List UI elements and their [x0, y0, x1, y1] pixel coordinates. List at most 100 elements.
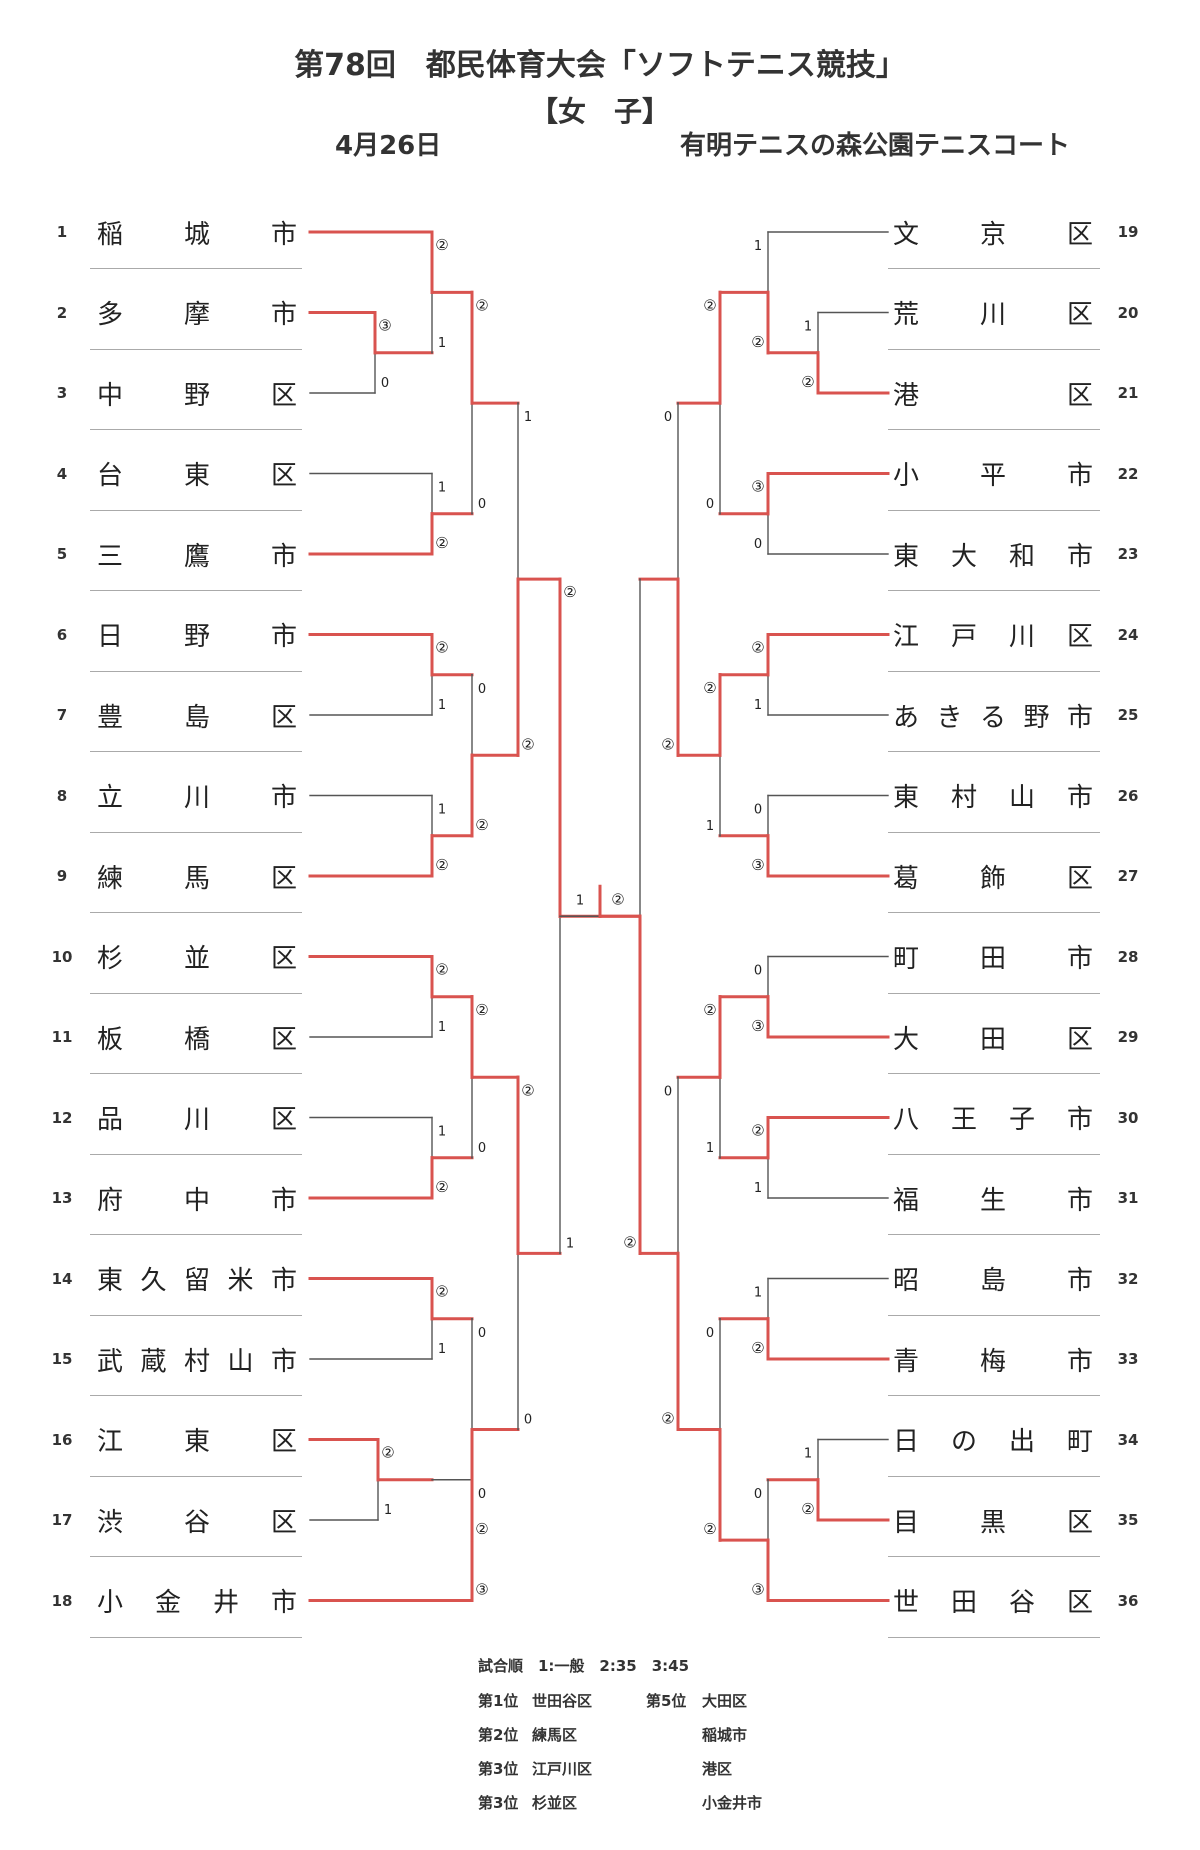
team-name-char: 久 [140, 1266, 167, 1296]
team-name-char: 葛 [893, 863, 920, 894]
team-number: 33 [1117, 1350, 1139, 1368]
team-number: 30 [1117, 1108, 1139, 1127]
team-name: 小金井市 [97, 1581, 297, 1621]
score-label: 0 [664, 1084, 672, 1099]
team-name-char: 日 [97, 622, 124, 652]
team-underline [888, 348, 1100, 350]
team-name-char: 川 [183, 783, 210, 813]
team-name-char: 港 [893, 380, 920, 411]
team-name-char: 市 [270, 1588, 297, 1618]
team-number: 4 [56, 464, 68, 483]
team-name-char: 区 [1066, 1507, 1093, 1538]
score-label: 0 [706, 1326, 714, 1341]
team-name-char: 市 [270, 541, 297, 572]
team-name-char: 目 [893, 1507, 920, 1538]
team-name: 中野区 [97, 373, 297, 413]
team-number: 1 [56, 223, 68, 241]
team-name-char: 島 [979, 1266, 1006, 1296]
team-name-char: 市 [270, 219, 297, 250]
team-name-char: 市 [1066, 461, 1093, 491]
team-number: 11 [51, 1028, 73, 1046]
score-label: ② [475, 296, 488, 314]
team-name: 小平市 [893, 454, 1093, 494]
team-number: 12 [51, 1108, 73, 1127]
team-name: 目黒区 [893, 1500, 1093, 1540]
team-number: 8 [56, 786, 68, 805]
team-name-char: 区 [270, 461, 297, 491]
team-name: 八王子市 [893, 1098, 1093, 1138]
rank-5-team: 大田区 [702, 1692, 748, 1710]
team-underline [90, 831, 302, 833]
team-name-char: 川 [1008, 622, 1035, 652]
team-name: 多摩市 [97, 293, 297, 333]
rank-3b-team: 杉並区 [532, 1794, 578, 1812]
team-name-char: あ [893, 702, 920, 733]
team-name: 武蔵村山市 [97, 1339, 297, 1379]
team-name-char: 梅 [979, 1346, 1006, 1377]
score-label: ② [435, 639, 448, 657]
score-label: 0 [478, 497, 486, 512]
score-label: ② [623, 1233, 636, 1251]
team-name: 府中市 [97, 1178, 297, 1218]
team-name-char: 市 [270, 1185, 297, 1216]
team-name-char: 昭 [893, 1266, 920, 1296]
team-name-char: 市 [1066, 783, 1093, 813]
team-number: 21 [1117, 384, 1139, 402]
team-name-char: 市 [270, 783, 297, 813]
team-name: 日野市 [97, 615, 297, 655]
team-underline [90, 429, 302, 430]
team-number: 18 [51, 1591, 73, 1610]
rank-3a-label: 第3位 [478, 1760, 519, 1778]
team-name-char: 村 [950, 783, 977, 813]
team-name: 板橋区 [97, 1017, 297, 1057]
team-name-char: る [979, 702, 1006, 733]
team-name: 稲城市 [97, 212, 297, 252]
team-number: 31 [1117, 1189, 1139, 1207]
score-label: ② [475, 1520, 488, 1538]
team-number: 36 [1117, 1591, 1139, 1610]
team-number: 19 [1117, 223, 1139, 241]
team-name: 町田市 [893, 937, 1093, 977]
team-underline [888, 751, 1100, 752]
team-name-char: 中 [183, 1185, 210, 1216]
team-name-char: 市 [270, 1346, 297, 1377]
team-name-char: 市 [270, 1266, 297, 1296]
team-name: 江戸川区 [893, 615, 1093, 655]
rank-1-team: 世田谷区 [532, 1692, 593, 1710]
team-name: 立川市 [97, 776, 297, 816]
team-underline [90, 1314, 302, 1316]
team-underline [888, 509, 1100, 511]
team-name-char: 東 [183, 461, 210, 491]
team-name-char: 野 [183, 380, 210, 411]
team-name-char: 市 [1066, 1105, 1093, 1135]
team-name-char: 区 [270, 944, 297, 974]
team-number: 9 [56, 867, 68, 885]
team-name-char: 練 [97, 863, 124, 894]
team-name-char: 品 [97, 1105, 124, 1135]
rank-3a-team: 江戸川区 [532, 1760, 593, 1778]
team-name-char: 八 [893, 1105, 920, 1135]
team-underline [888, 831, 1100, 833]
team-number: 23 [1117, 545, 1139, 563]
team-name-char: 区 [1066, 380, 1093, 411]
team-name-char: 小 [97, 1588, 124, 1618]
score-label: 0 [706, 497, 714, 512]
score-label: 1 [706, 819, 714, 834]
team-name-char: 金 [154, 1588, 181, 1618]
team-number: 34 [1117, 1430, 1139, 1449]
team-number: 26 [1117, 786, 1139, 805]
score-label: 1 [754, 1181, 762, 1196]
team-name-char: 文 [893, 219, 920, 250]
team-underline [888, 1636, 1100, 1638]
team-name: 品川区 [97, 1098, 297, 1138]
team-name-char: 川 [183, 1105, 210, 1135]
team-name-char: 区 [270, 863, 297, 894]
team-name-char: の [950, 1427, 977, 1457]
match-schedule: 試合順 1:一般 2:35 3:45 [478, 1657, 690, 1675]
team-name-char: 板 [97, 1024, 124, 1055]
score-label: 0 [664, 410, 672, 425]
team-name-char: 青 [893, 1346, 920, 1377]
team-name-char: 区 [1066, 622, 1093, 652]
score-label: 0 [754, 537, 762, 552]
team-name: 三鷹市 [97, 534, 297, 574]
